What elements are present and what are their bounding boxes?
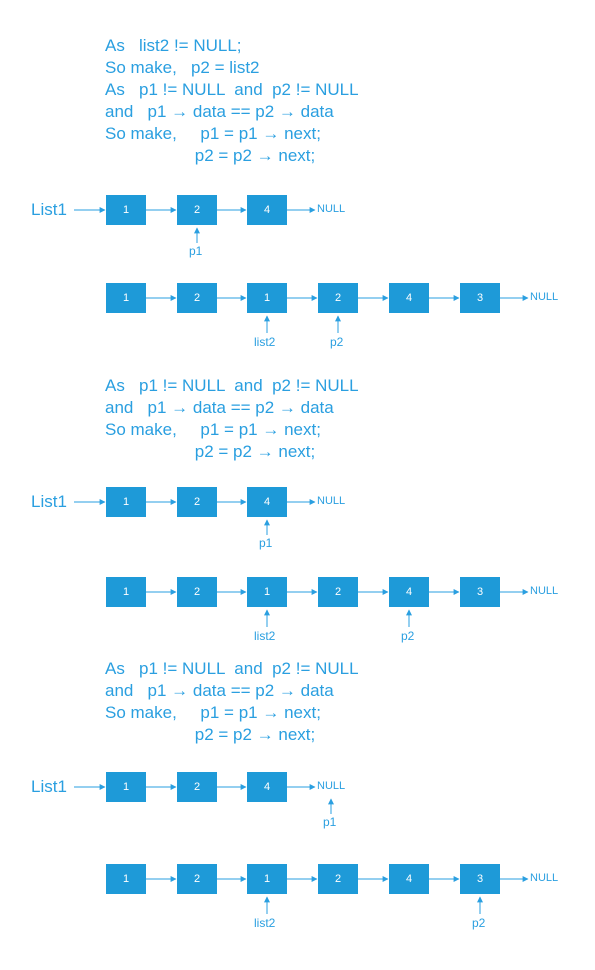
list2-node: 3: [460, 283, 500, 313]
list1-node: 4: [247, 487, 287, 517]
code-line: So make, p1 = p1 → next;: [105, 124, 321, 143]
code-line: and p1 → data == p2 → data: [105, 102, 334, 121]
list1-node: 1: [106, 772, 146, 802]
code-line: As p1 != NULL and p2 != NULL: [105, 659, 359, 678]
list2-node: 4: [389, 864, 429, 894]
list2-node: 1: [247, 864, 287, 894]
code-line: So make, p1 = p1 → next;: [105, 703, 321, 722]
null-label: NULL: [317, 780, 346, 792]
code-line: p2 = p2 → next;: [105, 146, 316, 165]
code-block: As p1 != NULL and p2 != NULL and p1 → dat…: [105, 375, 359, 463]
code-line: So make, p1 = p1 → next;: [105, 420, 321, 439]
code-line: and p1 → data == p2 → data: [105, 681, 334, 700]
null-label: NULL: [530, 291, 559, 303]
list1-node: 4: [247, 195, 287, 225]
code-line: As p1 != NULL and p2 != NULL: [105, 376, 359, 395]
list2-node: 3: [460, 864, 500, 894]
list1-node: 2: [177, 487, 217, 517]
list1-node: 1: [106, 195, 146, 225]
list2-node: 3: [460, 577, 500, 607]
code-line: and p1 → data == p2 → data: [105, 398, 334, 417]
list1-label: List1: [31, 492, 67, 511]
code-line: p2 = p2 → next;: [105, 442, 316, 461]
list2-label: list2: [254, 916, 276, 930]
p2-label: p2: [472, 916, 486, 930]
list1-label: List1: [31, 200, 67, 219]
p2-label: p2: [330, 335, 344, 349]
null-label: NULL: [530, 585, 559, 597]
list2-node: 2: [318, 577, 358, 607]
null-label: NULL: [317, 495, 346, 507]
list1-node: 2: [177, 195, 217, 225]
list2-node: 1: [106, 864, 146, 894]
list2-node: 1: [247, 577, 287, 607]
code-line: As p1 != NULL and p2 != NULL: [105, 80, 359, 99]
null-label: NULL: [530, 872, 559, 884]
p1-label: p1: [323, 815, 337, 829]
p1-label: p1: [259, 536, 273, 550]
list2-node: 1: [247, 283, 287, 313]
list2-label: list2: [254, 629, 276, 643]
list2-node: 2: [318, 283, 358, 313]
p1-label: p1: [189, 244, 203, 258]
list1-node: 1: [106, 487, 146, 517]
null-label: NULL: [317, 203, 346, 215]
list2-node: 4: [389, 577, 429, 607]
code-line: As list2 != NULL;: [105, 36, 242, 55]
code-line: p2 = p2 → next;: [105, 725, 316, 744]
code-block: As p1 != NULL and p2 != NULL and p1 → dat…: [105, 658, 359, 746]
code-block: As list2 != NULL; So make, p2 = list2 As p…: [105, 35, 359, 167]
list2-node: 2: [177, 577, 217, 607]
list2-node: 4: [389, 283, 429, 313]
code-line: So make, p2 = list2: [105, 58, 260, 77]
p2-label: p2: [401, 629, 415, 643]
list2-label: list2: [254, 335, 276, 349]
list1-node: 4: [247, 772, 287, 802]
list2-node: 2: [318, 864, 358, 894]
list2-node: 2: [177, 283, 217, 313]
list1-label: List1: [31, 777, 67, 796]
list2-node: 2: [177, 864, 217, 894]
list2-node: 1: [106, 577, 146, 607]
list2-node: 1: [106, 283, 146, 313]
list1-node: 2: [177, 772, 217, 802]
